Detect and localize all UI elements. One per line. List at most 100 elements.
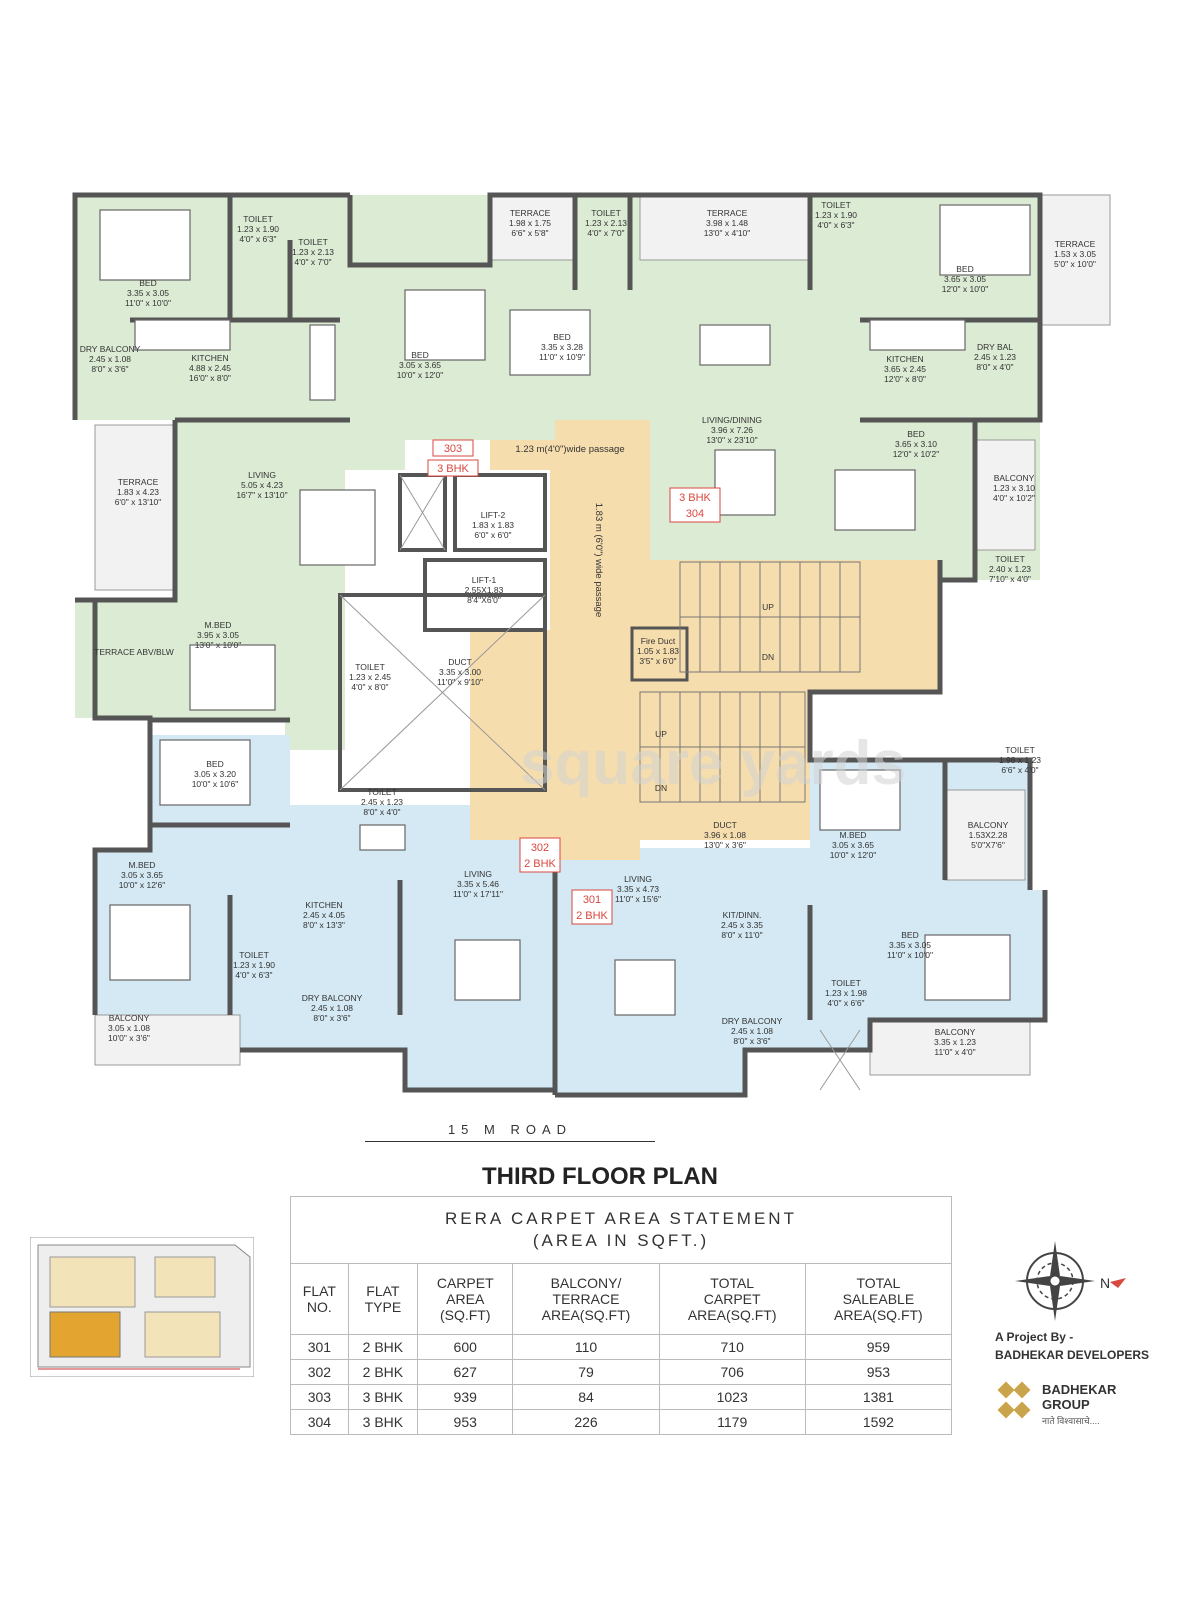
compass-icon: N (1015, 1241, 1126, 1321)
furniture (99, 204, 1031, 1016)
road-arrow-line (365, 1141, 655, 1142)
passage-vertical-label: 1.83 m (6'0") wide passage (593, 503, 604, 618)
duct-hatching (339, 474, 861, 1091)
developer-credit-prefix: A Project By - (995, 1330, 1074, 1344)
developer-name: BADHEKAR DEVELOPERS (995, 1348, 1150, 1362)
cell-flat-no: 301 (290, 1334, 349, 1360)
stair-dn-label: DN (655, 783, 667, 793)
walls (72, 192, 1048, 1098)
cell-total-carpet: 1023 (658, 1384, 806, 1410)
table-row: 302 2 BHK 627 79 706 953 (290, 1359, 953, 1385)
cell-total-carpet: 710 (658, 1334, 806, 1360)
rera-caption-line2: (AREA IN SQFT.) (532, 1231, 710, 1250)
key-plan (30, 1237, 254, 1377)
cell-carpet-area: 939 (417, 1384, 514, 1410)
passage-horizontal-label: 1.23 m(4'0")wide passage (515, 444, 624, 455)
developer-credit: A Project By - BADHEKAR DEVELOPERS (995, 1328, 1149, 1364)
cell-balcony-area: 79 (512, 1359, 660, 1385)
flat-tag-301: 301 2 BHK (571, 889, 613, 925)
cell-balcony-area: 226 (512, 1409, 660, 1435)
table-row: 303 3 BHK 939 84 1023 1381 (290, 1384, 953, 1410)
flat-tag-304: 3 BHK 304 (669, 487, 721, 523)
cell-saleable: 1592 (804, 1409, 953, 1435)
rera-caption-line1: RERA CARPET AREA STATEMENT (445, 1209, 797, 1228)
staircase (639, 561, 861, 803)
brand-tagline: नाते विश्वासाचे.... (1042, 1416, 1100, 1426)
cell-total-carpet: 706 (658, 1359, 806, 1385)
flat-tag-number: 304 (686, 508, 704, 520)
cell-balcony-area: 84 (512, 1384, 660, 1410)
flat-tag-number: 301 (583, 894, 601, 906)
compass-north-label: N (1100, 1275, 1110, 1291)
flat-tag-type: 3 BHK (679, 492, 711, 504)
flat-tag-303: 303 3 BHK (427, 439, 479, 477)
page-title: THIRD FLOOR PLAN (482, 1163, 718, 1190)
cell-saleable: 1381 (804, 1384, 953, 1410)
badhekar-group-logo-icon (997, 1381, 1031, 1419)
stair-up-label: UP (655, 729, 667, 739)
flat-tag-number: 303 (444, 443, 462, 455)
flat-tag-302: 302 2 BHK (519, 837, 561, 873)
cell-flat-no: 302 (290, 1359, 349, 1385)
cell-saleable: 959 (804, 1334, 953, 1360)
stair-up-label: UP (762, 602, 774, 612)
table-row: 301 2 BHK 600 110 710 959 (290, 1334, 953, 1360)
stair-dn-label: DN (762, 652, 774, 662)
cell-flat-type: 2 BHK (347, 1359, 419, 1385)
cell-total-carpet: 1179 (658, 1409, 806, 1435)
cell-saleable: 953 (804, 1359, 953, 1385)
watermark: square yards (520, 729, 906, 798)
cell-carpet-area: 627 (417, 1359, 514, 1385)
room-label: TERRACE ABV/BLW (94, 647, 174, 657)
cell-carpet-area: 600 (417, 1334, 514, 1360)
flat-tag-type: 2 BHK (576, 910, 608, 922)
cell-flat-type: 3 BHK (347, 1409, 419, 1435)
cell-balcony-area: 110 (512, 1334, 660, 1360)
brand-name: BADHEKAR GROUP (1042, 1382, 1117, 1412)
